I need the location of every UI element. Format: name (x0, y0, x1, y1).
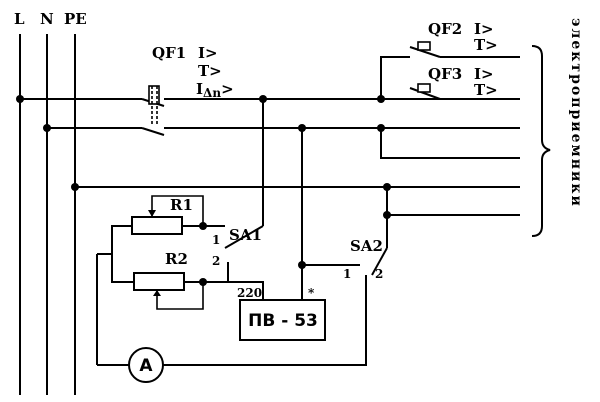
star-mark: * (308, 286, 315, 300)
qf3-time-label: T> (474, 81, 498, 99)
bus-pe-label: PE (64, 10, 87, 28)
qf1-leakage-label: IΔn> (196, 80, 234, 100)
sa2-pos2-label: 2 (375, 267, 383, 281)
qf3-breaker (409, 83, 520, 100)
loads-label: электроприемники (568, 18, 584, 208)
qf1-time-label: T> (198, 62, 222, 80)
r1-left-wire (97, 225, 132, 255)
sa1-pos1-label: 1 (212, 233, 220, 247)
qf1-label: QF1 (152, 44, 186, 62)
pv53-device-label: ПВ - 53 (248, 311, 318, 331)
qf2-feed-wire (380, 56, 410, 99)
r2-left-wire (111, 254, 134, 283)
bus-l-label: L (14, 10, 25, 28)
voltage-label: 220 (237, 286, 262, 300)
bus-n-label: N (40, 10, 54, 28)
qf1-overcurrent-label: I> (198, 44, 218, 62)
r1-label: R1 (170, 196, 193, 214)
ammeter-right-wire (163, 275, 367, 366)
ammeter-symbol: A (139, 356, 153, 376)
qf3-overcurrent-label: I> (474, 65, 494, 83)
qf1-breaker (141, 85, 168, 136)
qf2-label: QF2 (428, 20, 462, 38)
sa2-pos1-label: 1 (343, 267, 351, 281)
n-load-wire (380, 128, 520, 159)
qf2-overcurrent-label: I> (474, 20, 494, 38)
ammeter-circle (128, 347, 164, 383)
qf2-time-label: T> (474, 36, 498, 54)
sa2-contact (371, 247, 388, 276)
r2-resistor (133, 272, 204, 310)
r2-label: R2 (165, 250, 188, 268)
loads-brace (531, 45, 551, 237)
sa1-pos2-label: 2 (212, 254, 220, 268)
sa1-contact (224, 225, 264, 249)
junction-r2 (199, 278, 207, 286)
pe-load-wire (386, 187, 520, 216)
junction-r1 (199, 222, 207, 230)
sa2-label: SA2 (350, 237, 383, 255)
sa1-label: SA1 (229, 226, 262, 244)
qf3-label: QF3 (428, 65, 462, 83)
pv53-device-box (239, 299, 326, 341)
qf2-breaker (409, 41, 520, 58)
pv53-220-wire (228, 281, 264, 300)
